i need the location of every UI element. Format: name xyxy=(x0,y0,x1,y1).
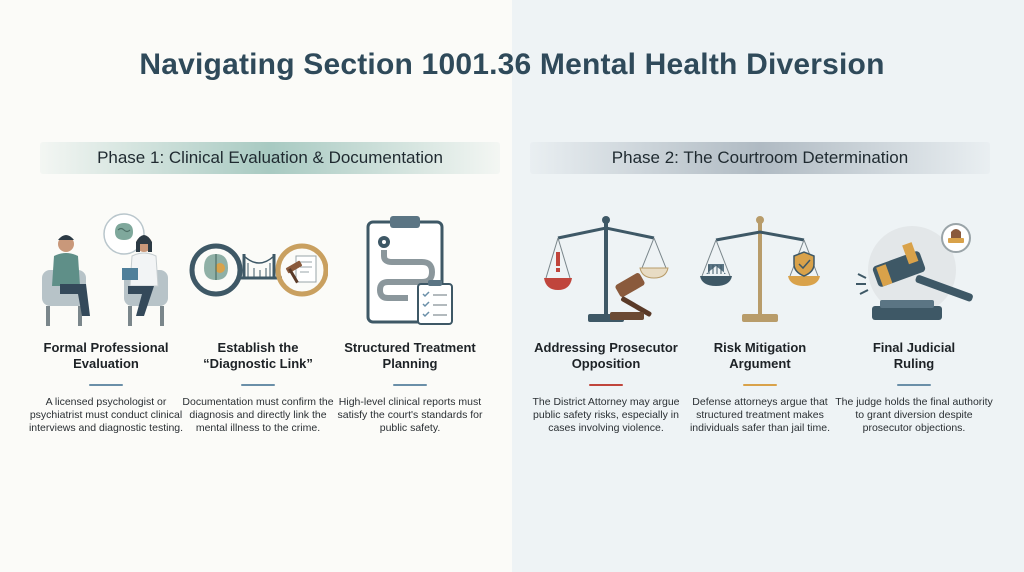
prosecutor-scales-icon xyxy=(526,205,686,330)
step-title: Addressing Prosecutor Opposition xyxy=(534,340,678,371)
separator xyxy=(89,384,123,386)
step-formal-evaluation: Formal Professional Evaluation A license… xyxy=(26,205,186,435)
phase2-banner: Phase 2: The Courtroom Determination xyxy=(530,142,990,174)
step-title: Establish the “Diagnostic Link” xyxy=(203,340,313,371)
step-description: High-level clinical reports must satisfy… xyxy=(337,396,483,434)
separator xyxy=(241,384,275,386)
separator xyxy=(393,384,427,386)
step-description: A licensed psychologist or psychiatrist … xyxy=(28,396,184,434)
step-description: The judge holds the final authority to g… xyxy=(835,396,993,434)
step-description: Defense attorneys argue that structured … xyxy=(689,396,831,434)
step-title: Formal Professional Evaluation xyxy=(43,340,169,371)
treatment-plan-icon xyxy=(330,205,490,330)
gavel-icon xyxy=(834,205,994,330)
phase1-banner: Phase 1: Clinical Evaluation & Documenta… xyxy=(40,142,500,174)
step-prosecutor-opposition: Addressing Prosecutor Opposition The Dis… xyxy=(526,205,686,435)
mitigation-scales-icon xyxy=(680,205,840,330)
page-title: Navigating Section 1001.36 Mental Health… xyxy=(139,48,885,81)
step-description: Documentation must confirm the diagnosis… xyxy=(182,396,334,434)
separator xyxy=(897,384,931,386)
step-title: Structured Treatment Planning xyxy=(344,340,476,371)
separator xyxy=(743,384,777,386)
step-treatment-planning: Structured Treatment Planning High-level… xyxy=(330,205,490,435)
evaluation-icon xyxy=(26,205,186,330)
step-diagnostic-link: Establish the “Diagnostic Link” Document… xyxy=(178,205,338,435)
step-title: Final Judicial Ruling xyxy=(872,340,956,371)
separator xyxy=(589,384,623,386)
step-risk-mitigation: Risk Mitigation Argument Defense attorne… xyxy=(680,205,840,435)
step-title: Risk Mitigation Argument xyxy=(713,340,807,371)
step-description: The District Attorney may argue public s… xyxy=(532,396,680,434)
step-judicial-ruling: Final Judicial Ruling The judge holds th… xyxy=(834,205,994,435)
diagnostic-link-icon xyxy=(178,205,338,330)
